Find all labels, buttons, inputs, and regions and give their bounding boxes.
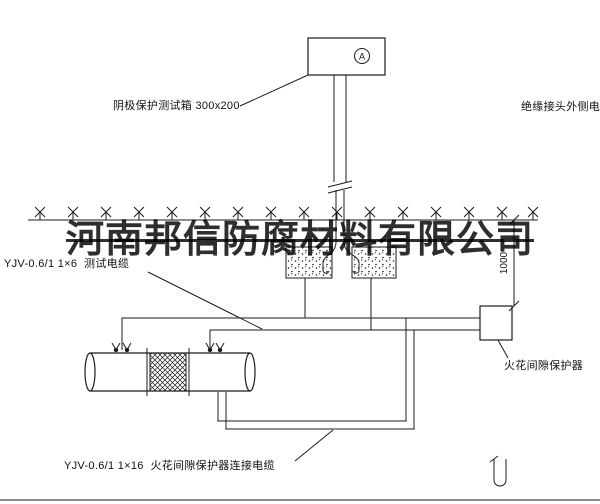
- pipe-end-right: [244, 352, 256, 392]
- label-insulation-joint-cable: 绝缘接头外侧电缆: [521, 101, 600, 113]
- insulating-joint: [146, 348, 190, 396]
- leader-lines: [147, 74, 334, 462]
- connection-cable-leader: [294, 429, 334, 462]
- label-connection-cable: YJV-0.6/1 1×16 火花间隙保护器连接电缆: [64, 460, 275, 472]
- label-spark-gap-protector: 火花间隙保护器: [504, 360, 584, 372]
- cable-hook-left: [322, 242, 337, 274]
- test-cable-run-1: [121, 317, 480, 350]
- pipeline: [84, 342, 256, 396]
- test-cable-leaders: [147, 271, 263, 330]
- conduit-riser: [327, 75, 353, 243]
- dimension-text: 1000: [499, 251, 510, 274]
- test-cable-run-2: [209, 329, 480, 350]
- spark-gap-cable-1: [217, 318, 407, 422]
- anchor-blocks: [285, 242, 397, 330]
- test-box: A: [307, 37, 386, 76]
- meter-letter: A: [359, 52, 365, 62]
- label-test-cable: YJV-0.6/1 1×6 测试电缆: [4, 258, 130, 270]
- dimension-1000: 1000: [499, 214, 520, 312]
- test-box-leader: [239, 74, 309, 107]
- meter-symbol: A: [354, 48, 370, 64]
- spark-gap-cable-2: [225, 330, 415, 430]
- clamp-symbol: [489, 455, 507, 487]
- pipe-break-symbol: [327, 180, 353, 194]
- spark-gap-protector: [479, 305, 513, 359]
- spark-gap-leader: [497, 339, 509, 359]
- cable-runs: [121, 317, 480, 430]
- cable-hook-right: [343, 242, 360, 274]
- ground-line: [28, 206, 539, 221]
- label-test-box: 阴极保护测试箱 300x200: [113, 100, 240, 112]
- cable-terminals: [111, 342, 225, 353]
- pipe-end-left: [84, 352, 96, 392]
